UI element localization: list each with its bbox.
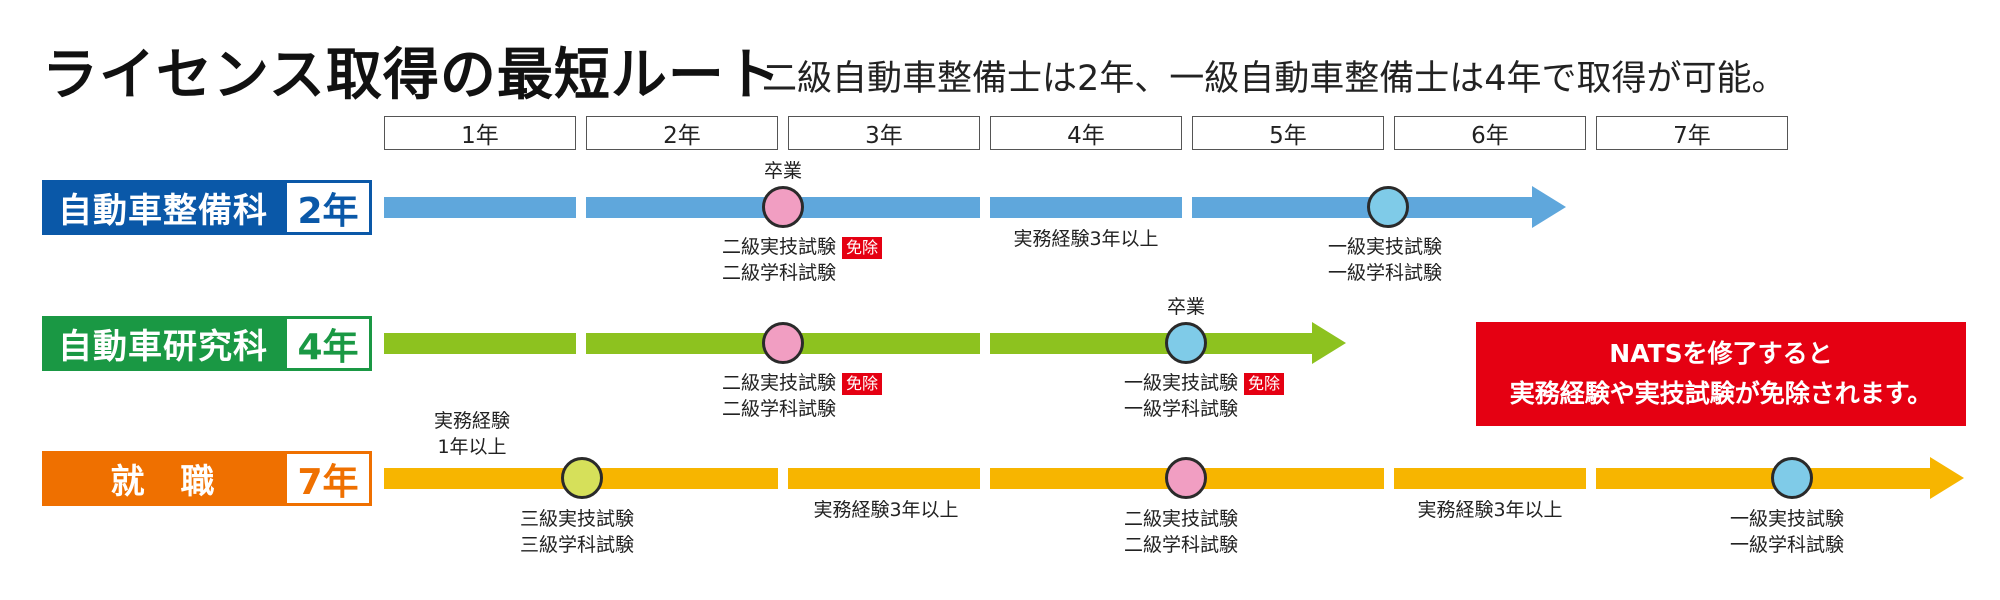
course-name: 就 職 bbox=[42, 451, 284, 506]
experience-label: 実務経験3年以上 bbox=[1013, 228, 1159, 250]
exam-2nd-practical: 二級実技試験 bbox=[722, 372, 837, 394]
milestone-node-cyan bbox=[1165, 322, 1207, 364]
course-years: 2年 bbox=[284, 180, 372, 235]
exam-2nd-practical: 二級実技試験 bbox=[722, 236, 837, 258]
page-title: ライセンス取得の最短ルート bbox=[42, 43, 782, 108]
exam-1st-written: 一級学科試験 bbox=[1328, 262, 1443, 284]
milestone-node-cyan bbox=[1367, 186, 1409, 228]
year-header-5: 5年 bbox=[1192, 116, 1384, 150]
exam-2nd-practical: 二級実技試験 bbox=[1124, 508, 1239, 530]
exam-label-1st: 一級実技試験 一級学科試験 bbox=[1730, 506, 1844, 558]
timeline-arrowhead bbox=[1312, 322, 1346, 364]
exam-1st-practical: 一級実技試験 bbox=[1124, 372, 1239, 394]
year-header-3: 3年 bbox=[788, 116, 980, 150]
graduation-label: 卒業 bbox=[763, 160, 803, 182]
course-label-research: 自動車研究科 4年 bbox=[42, 316, 372, 371]
course-label-maintenance: 自動車整備科 2年 bbox=[42, 180, 372, 235]
experience-label: 実務経験3年以上 bbox=[813, 499, 959, 521]
experience-1yr-line2: 1年以上 bbox=[437, 436, 507, 458]
milestone-node-pink bbox=[762, 322, 804, 364]
course-years: 7年 bbox=[284, 451, 372, 506]
exam-1st-practical: 一級実技試験 bbox=[1730, 508, 1845, 530]
timeline-segment bbox=[1394, 468, 1586, 489]
milestone-node-pink bbox=[1165, 457, 1207, 499]
exam-2nd-written: 二級学科試験 bbox=[722, 262, 837, 284]
exam-2nd-written: 二級学科試験 bbox=[722, 398, 837, 420]
year-header-4: 4年 bbox=[990, 116, 1182, 150]
timeline-segment bbox=[990, 333, 1312, 354]
course-name: 自動車整備科 bbox=[42, 180, 284, 235]
exam-3rd-practical: 三級実技試験 bbox=[520, 508, 635, 530]
exam-label-3rd: 三級実技試験 三級学科試験 bbox=[520, 506, 634, 558]
exam-2nd-written: 二級学科試験 bbox=[1124, 534, 1239, 556]
experience-1yr-line1: 実務経験 bbox=[433, 410, 511, 432]
exempt-badge: 免除 bbox=[1244, 372, 1285, 395]
experience-label: 実務経験3年以上 bbox=[1417, 499, 1563, 521]
course-name: 自動車研究科 bbox=[42, 316, 284, 371]
exam-label-2nd: 二級実技試験 二級学科試験 bbox=[1124, 506, 1238, 558]
timeline-segment bbox=[788, 468, 980, 489]
course-years: 4年 bbox=[284, 316, 372, 371]
nats-callout-line2: 実務経験や実技試験が免除されます。 bbox=[1509, 379, 1933, 408]
timeline-segment bbox=[1192, 197, 1532, 218]
nats-callout: NATSを修了すると 実務経験や実技試験が免除されます。 bbox=[1476, 322, 1966, 426]
exempt-badge: 免除 bbox=[842, 372, 883, 395]
exam-1st-written: 一級学科試験 bbox=[1124, 398, 1239, 420]
timeline-segment bbox=[384, 197, 576, 218]
course-label-employment: 就 職 7年 bbox=[42, 451, 372, 506]
timeline-arrowhead bbox=[1930, 457, 1964, 499]
exam-1st-written: 一級学科試験 bbox=[1730, 534, 1845, 556]
exam-label-2nd: 二級実技試験免除 二級学科試験 bbox=[722, 234, 883, 286]
nats-callout-line1: NATSを修了すると bbox=[1609, 339, 1833, 368]
year-header-1: 1年 bbox=[384, 116, 576, 150]
exam-label-1st: 一級実技試験 一級学科試験 bbox=[1328, 234, 1442, 286]
milestone-node-pink bbox=[762, 186, 804, 228]
graduation-label: 卒業 bbox=[1166, 296, 1206, 318]
milestone-node-cyan bbox=[1771, 457, 1813, 499]
experience-1yr-label: 実務経験 1年以上 bbox=[434, 408, 510, 460]
exam-3rd-written: 三級学科試験 bbox=[520, 534, 635, 556]
milestone-node-lime bbox=[561, 457, 603, 499]
exam-1st-practical: 一級実技試験 bbox=[1328, 236, 1443, 258]
timeline-segment bbox=[990, 197, 1182, 218]
year-header-2: 2年 bbox=[586, 116, 778, 150]
timeline-arrowhead bbox=[1532, 186, 1566, 228]
exam-label-2nd: 二級実技試験免除 二級学科試験 bbox=[722, 370, 883, 422]
timeline-segment bbox=[384, 333, 576, 354]
page-subtitle: 二級自動車整備士は2年、一級自動車整備士は4年で取得が可能。 bbox=[762, 59, 1787, 99]
exempt-badge: 免除 bbox=[842, 236, 883, 259]
year-header-7: 7年 bbox=[1596, 116, 1788, 150]
exam-label-1st: 一級実技試験免除 一級学科試験 bbox=[1124, 370, 1285, 422]
year-header-6: 6年 bbox=[1394, 116, 1586, 150]
timeline-segment bbox=[1596, 468, 1930, 489]
